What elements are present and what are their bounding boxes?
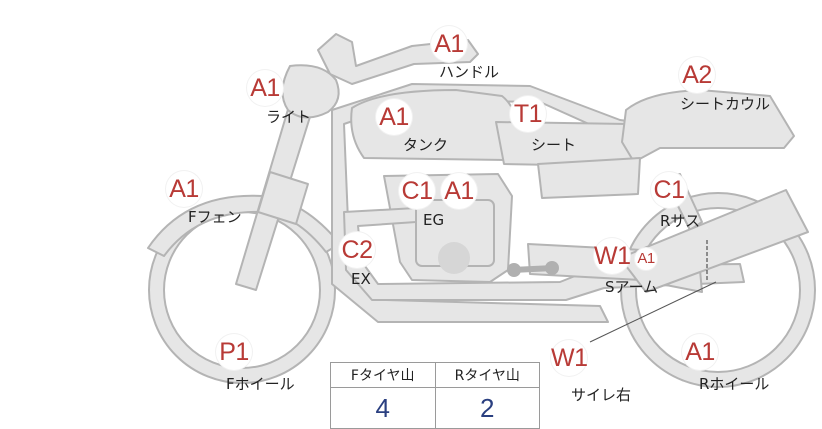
badge-side-right: W1 xyxy=(551,340,588,376)
label-rear-wheel: Rホイール xyxy=(699,375,770,393)
tire-tread-value-row: 4 2 xyxy=(330,387,540,429)
badge-seat-cowl: A2 xyxy=(679,57,715,93)
badge-tank: A1 xyxy=(376,99,412,135)
label-swingarm: Sアーム xyxy=(605,278,659,296)
rear-tread-label: Rタイヤ山 xyxy=(434,362,540,388)
label-front-wheel: Fホイール xyxy=(226,375,295,393)
label-front-fender: Fフェン xyxy=(188,208,242,226)
badge-light: A1 xyxy=(247,70,283,106)
label-seat: シート xyxy=(531,136,577,154)
badge-front-wheel: P1 xyxy=(216,334,252,370)
label-rear-suspension: Rサス xyxy=(660,212,701,230)
label-side-right: サイレ右 xyxy=(571,386,632,404)
label-seat-cowl: シートカウル xyxy=(680,95,771,113)
muffler-shape xyxy=(619,189,809,293)
badge-exhaust: C2 xyxy=(339,232,375,268)
badge-engine-a: A1 xyxy=(441,173,477,209)
label-light: ライト xyxy=(266,108,312,126)
label-handle: ハンドル xyxy=(439,63,500,81)
label-tank: タンク xyxy=(403,136,449,154)
badge-swingarm-a: A1 xyxy=(635,248,657,270)
badge-engine-c: C1 xyxy=(399,173,435,209)
front-tread-value: 4 xyxy=(330,387,436,429)
tire-tread-table: Fタイヤ山 Rタイヤ山 4 2 xyxy=(330,362,540,429)
label-engine: EG xyxy=(423,211,445,229)
badge-handle: A1 xyxy=(431,26,467,62)
label-exhaust: EX xyxy=(351,270,371,288)
rear-tread-value: 2 xyxy=(434,387,540,429)
front-tread-label: Fタイヤ山 xyxy=(330,362,436,388)
badge-seat: T1 xyxy=(510,96,546,132)
badge-swingarm-w: W1 xyxy=(594,238,631,274)
badge-rear-suspension: C1 xyxy=(651,172,687,208)
tire-tread-header-row: Fタイヤ山 Rタイヤ山 xyxy=(330,362,540,388)
badge-rear-wheel: A1 xyxy=(682,334,718,370)
headlight-shape xyxy=(281,64,340,119)
badge-front-fender: A1 xyxy=(166,171,202,207)
